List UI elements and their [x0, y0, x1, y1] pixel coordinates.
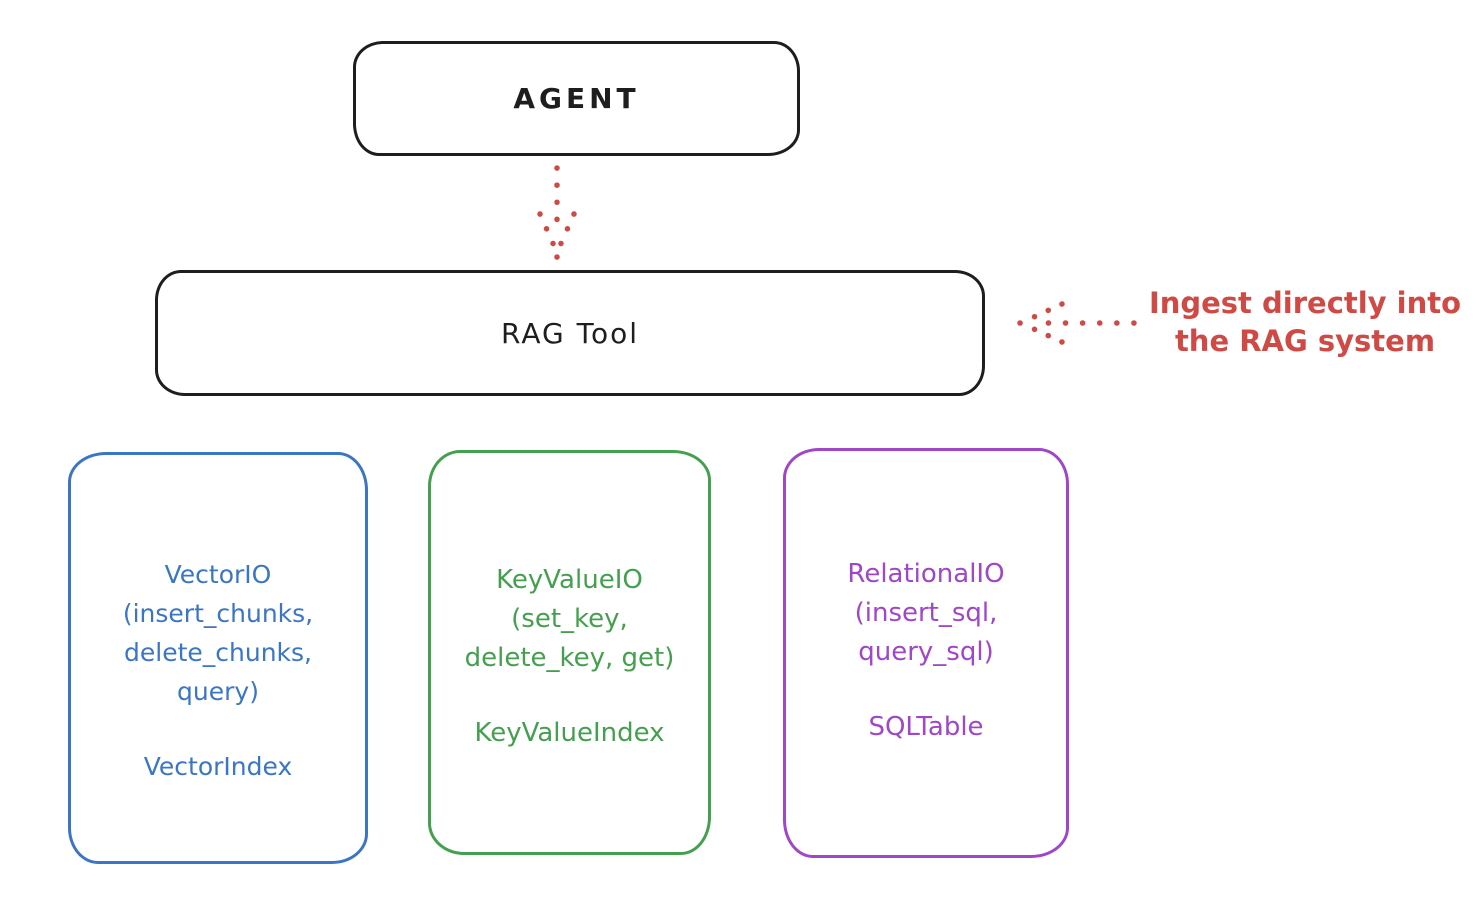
relational-io-box[interactable]: RelationalIO (insert_sql, query_sql) SQL… — [783, 448, 1069, 858]
rag-tool-label: RAG Tool — [501, 316, 639, 350]
agent-to-rag-arrow-icon — [537, 165, 577, 260]
vector-io-line: (insert_chunks, — [122, 599, 314, 628]
ingest-annotation-line1: Ingest directly into — [1148, 286, 1462, 320]
vector-io-line: query) — [177, 677, 259, 706]
vector-index-label: VectorIndex — [143, 752, 293, 781]
vector-io-line: delete_chunks, — [124, 638, 312, 667]
keyvalue-io-content: KeyValueIO (set_key, delete_key, get) Ke… — [431, 453, 708, 753]
ingest-annotation: Ingest directly into the RAG system — [1130, 284, 1480, 360]
relational-io-line: query_sql) — [858, 637, 994, 667]
keyvalue-io-line: (set_key, — [511, 604, 628, 634]
agent-box[interactable]: AGENT — [353, 41, 800, 156]
keyvalue-io-line: KeyValueIO — [496, 565, 643, 595]
vector-io-content: VectorIO (insert_chunks, delete_chunks, … — [71, 455, 365, 786]
keyvalue-index-label: KeyValueIndex — [474, 718, 665, 748]
keyvalue-io-line: delete_key, get) — [464, 643, 675, 673]
relational-io-line: (insert_sql, — [854, 598, 998, 628]
vector-io-line: VectorIO — [164, 560, 272, 589]
vector-io-box[interactable]: VectorIO (insert_chunks, delete_chunks, … — [68, 452, 368, 864]
agent-label: AGENT — [513, 82, 640, 115]
ingest-arrow-icon — [1017, 301, 1137, 345]
relational-io-content: RelationalIO (insert_sql, query_sql) SQL… — [786, 451, 1066, 747]
relational-io-line: RelationalIO — [847, 559, 1005, 589]
keyvalue-io-box[interactable]: KeyValueIO (set_key, delete_key, get) Ke… — [428, 450, 711, 855]
sql-table-label: SQLTable — [868, 712, 984, 742]
ingest-annotation-line2: the RAG system — [1174, 324, 1436, 358]
rag-tool-box[interactable]: RAG Tool — [155, 270, 985, 396]
